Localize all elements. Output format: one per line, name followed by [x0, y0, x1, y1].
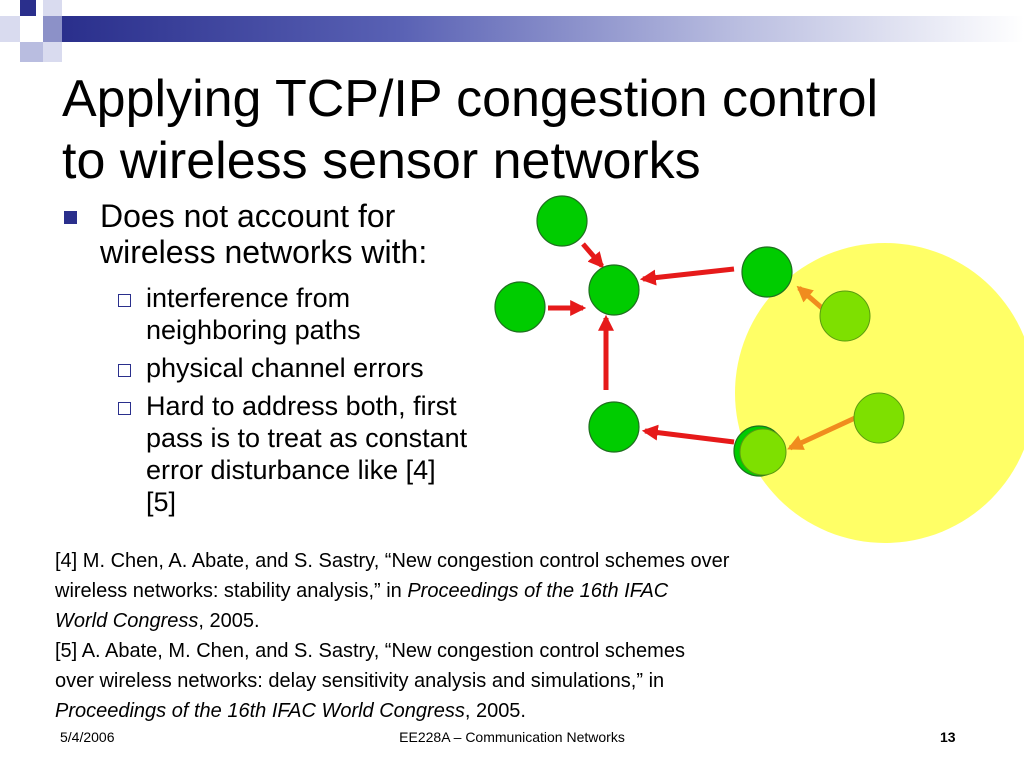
- subbullet-text: physical channel errors: [146, 352, 562, 384]
- deco-square: [20, 0, 36, 16]
- reference-text: , 2005.: [198, 610, 260, 632]
- bullet-line: wireless networks with:: [100, 234, 428, 270]
- reference-line: [5] A. Abate, M. Chen, and S. Sastry, “N…: [55, 640, 685, 662]
- sensor-node: [588, 401, 640, 453]
- subbullet-line: Hard to address both, first: [146, 391, 457, 421]
- sensor-node-degraded: [853, 392, 905, 444]
- sensor-node-degraded: [739, 428, 787, 476]
- subbullet-line: physical channel errors: [146, 353, 424, 383]
- subbullet-list: interference from neighboring paths phys…: [62, 282, 562, 518]
- reference-line: wireless networks: stability analysis,” …: [55, 576, 955, 606]
- subbullet-line: neighboring paths: [146, 315, 361, 345]
- red-arrow: [641, 424, 735, 445]
- subbullet-text: interference from neighboring paths: [146, 282, 562, 346]
- reference-venue: World Congress: [55, 610, 199, 632]
- subbullet-item: physical channel errors: [62, 352, 562, 384]
- title-bar-gradient: [62, 16, 1024, 42]
- reference-venue: Proceedings of the 16th IFAC: [407, 580, 669, 602]
- reference-line: World Congress, 2005.: [55, 606, 955, 636]
- title-line: Applying TCP/IP congestion control: [62, 70, 879, 128]
- reference-venue: Proceedings of the 16th IFAC World Congr…: [55, 700, 465, 722]
- slide-title: Applying TCP/IP congestion control to wi…: [62, 68, 992, 192]
- reference-line: [4] M. Chen, A. Abate, and S. Sastry, “N…: [55, 550, 730, 572]
- hollow-square-bullet-icon: [118, 402, 131, 415]
- deco-square: [20, 16, 43, 42]
- orange-arrow: [787, 415, 857, 451]
- subbullet-line: error disturbance like [4]: [146, 455, 436, 485]
- reference-text: , 2005.: [464, 700, 526, 722]
- reference-line: over wireless networks: delay sensitivit…: [55, 670, 665, 692]
- footer-course: EE228A – Communication Networks: [399, 729, 625, 745]
- subbullet-item: Hard to address both, first pass is to t…: [62, 390, 562, 518]
- bullet-line: Does not account for: [100, 198, 396, 234]
- deco-square: [20, 42, 43, 62]
- hollow-square-bullet-icon: [118, 294, 131, 307]
- subbullet-line: [5]: [146, 487, 177, 517]
- orange-arrow: [796, 285, 824, 310]
- sensor-node: [588, 264, 640, 316]
- subbullet-item: interference from neighboring paths: [62, 282, 562, 346]
- deco-square: [43, 42, 62, 62]
- reference-line: Proceedings of the 16th IFAC World Congr…: [55, 696, 955, 726]
- sensor-node: [494, 281, 546, 333]
- red-arrow: [581, 242, 605, 269]
- slide-number: 13: [940, 729, 956, 745]
- references: [4] M. Chen, A. Abate, and S. Sastry, “N…: [55, 546, 955, 726]
- deco-square: [43, 16, 62, 42]
- sensor-node-degraded: [819, 290, 871, 342]
- bullet-text: Does not account for wireless networks w…: [100, 198, 562, 270]
- bullet-item: Does not account for wireless networks w…: [62, 198, 562, 270]
- sensor-node: [536, 195, 588, 247]
- subbullet-line: interference from: [146, 283, 351, 313]
- deco-square: [43, 0, 62, 16]
- sensor-node: [741, 246, 793, 298]
- subbullet-text: Hard to address both, first pass is to t…: [146, 390, 562, 518]
- hollow-square-bullet-icon: [118, 364, 131, 377]
- bullet-list: Does not account for wireless networks w…: [62, 198, 562, 524]
- subbullet-line: pass is to treat as constant: [146, 423, 468, 453]
- square-bullet-icon: [64, 211, 77, 224]
- reference-text: wireless networks: stability analysis,” …: [55, 580, 408, 602]
- red-arrow: [639, 266, 735, 286]
- footer-date: 5/4/2006: [60, 729, 115, 745]
- title-line: to wireless sensor networks: [62, 132, 701, 190]
- deco-square: [0, 16, 20, 42]
